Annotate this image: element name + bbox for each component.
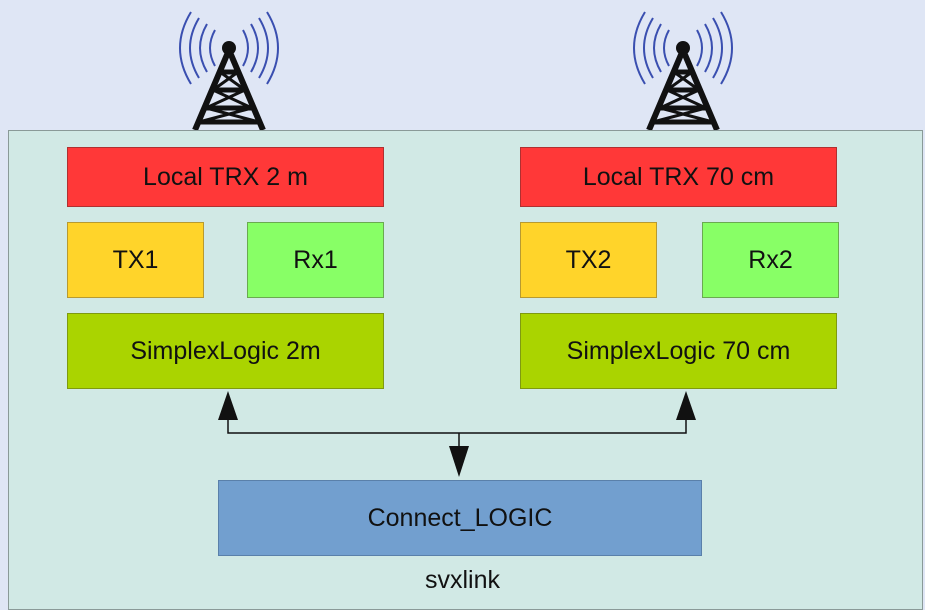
node-label: Rx1 <box>293 245 338 274</box>
arrow-head-down <box>449 446 469 477</box>
tx1-node: TX1 <box>67 222 204 298</box>
arrow-head-up-left <box>218 391 238 420</box>
rx2-node: Rx2 <box>702 222 839 298</box>
tx2-node: TX2 <box>520 222 657 298</box>
node-label: TX1 <box>112 245 159 274</box>
node-label: Local TRX 70 cm <box>582 162 775 191</box>
rx1-node: Rx1 <box>247 222 384 298</box>
arrow-head-up-right <box>676 391 696 420</box>
node-label: Local TRX 2 m <box>143 162 308 191</box>
node-label: Connect_LOGIC <box>367 503 553 532</box>
node-label: Rx2 <box>748 245 793 274</box>
node-label: SimplexLogic 2m <box>130 336 321 365</box>
connect-logic-node: Connect_LOGIC <box>218 480 702 556</box>
local-trx-70cm-node: Local TRX 70 cm <box>520 147 837 207</box>
simplex-logic-2m-node: SimplexLogic 2m <box>67 313 384 389</box>
node-label: SimplexLogic 70 cm <box>566 336 791 365</box>
local-trx-2m-node: Local TRX 2 m <box>67 147 384 207</box>
svxlink-label: svxlink <box>424 566 500 594</box>
node-label: TX2 <box>565 245 612 274</box>
simplex-logic-70cm-node: SimplexLogic 70 cm <box>520 313 837 389</box>
connector-line <box>227 415 687 434</box>
